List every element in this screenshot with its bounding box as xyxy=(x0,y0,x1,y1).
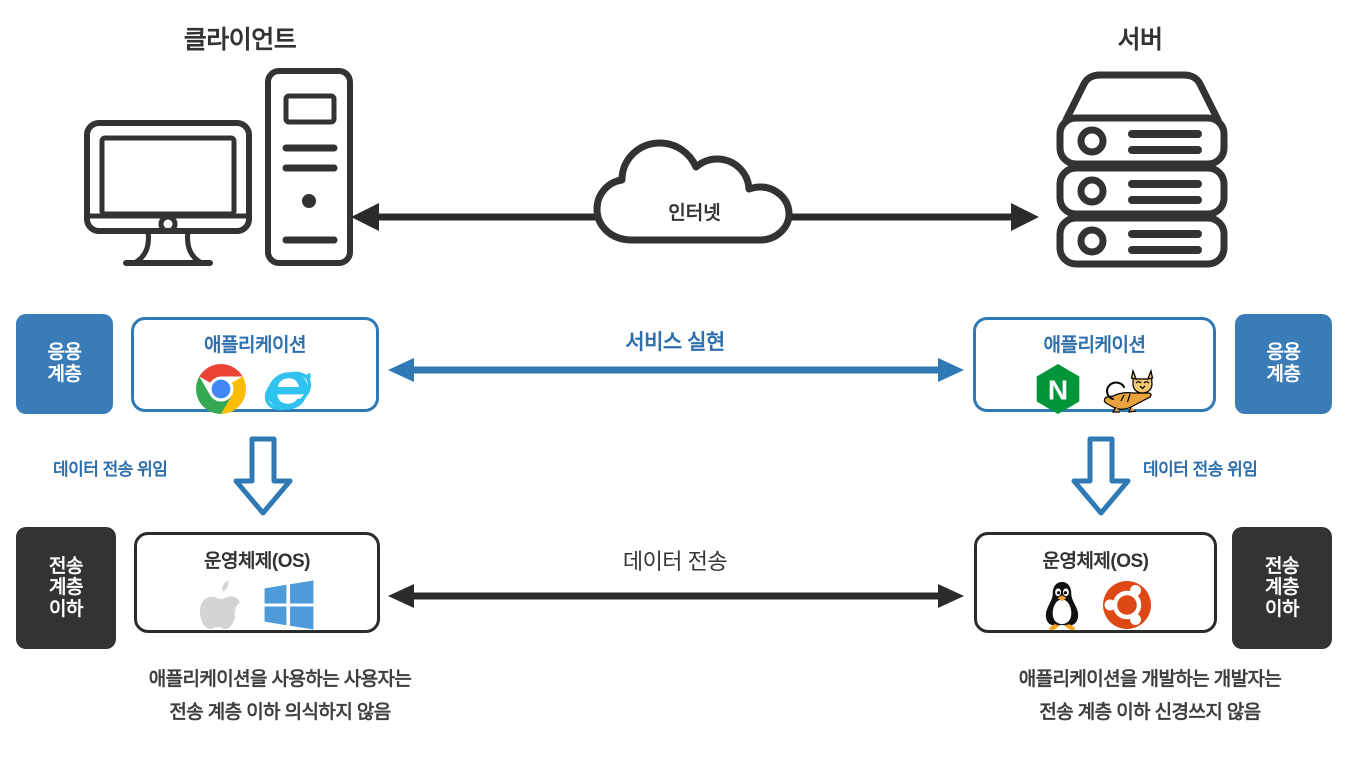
badge-transport-layer-right: 전송 계층 이하 xyxy=(1232,527,1332,649)
badge-line-1: 전송 xyxy=(49,555,83,577)
service-realization-arrow xyxy=(386,352,966,388)
client-application-logos xyxy=(195,363,315,415)
chrome-logo xyxy=(195,363,247,415)
windows-logo xyxy=(263,580,315,630)
caption-server: 애플리케이션을 개발하는 개발자는 전송 계층 이하 신경쓰지 않음 xyxy=(950,663,1350,730)
server-application-title: 애플리케이션 xyxy=(1043,335,1146,356)
server-application-box: 애플리케이션 N xyxy=(973,317,1216,415)
svg-text:N: N xyxy=(1047,374,1067,405)
caption-client-line-1: 애플리케이션을 사용하는 사용자는 xyxy=(148,669,412,690)
cloud-label: 인터넷 xyxy=(668,203,721,224)
client-application-box: 애플리케이션 xyxy=(131,317,379,415)
badge-line-2: 계층 xyxy=(49,577,83,599)
internet-explorer-logo xyxy=(261,363,315,415)
caption-server-line-2: 전송 계층 이하 신경쓰지 않음 xyxy=(1039,702,1261,724)
badge-line-1: 응용 xyxy=(1266,342,1301,364)
ubuntu-logo xyxy=(1102,580,1152,630)
caption-client-line-2: 전송 계층 이하 의식하지 않음 xyxy=(169,702,391,724)
server-application-logos: N xyxy=(1034,363,1156,415)
nginx-logo: N xyxy=(1034,363,1082,415)
badge-application-layer-left: 응용 계층 xyxy=(16,314,113,414)
badge-line-2: 계층 xyxy=(1266,364,1301,385)
client-computer-icon xyxy=(78,68,353,268)
service-realization-label: 서비스 실현 xyxy=(625,331,725,354)
tomcat-logo xyxy=(1096,363,1156,415)
badge-transport-layer-left: 전송 계층 이하 xyxy=(16,527,116,649)
delegation-label-right: 데이터 전송 위임 xyxy=(1143,460,1258,479)
badge-line-1: 응용 xyxy=(47,342,82,364)
client-os-title: 운영체제(OS) xyxy=(203,551,311,572)
data-transfer-label: 데이터 전송 xyxy=(622,549,728,574)
delegation-arrow-left xyxy=(232,436,294,517)
data-transfer-arrow xyxy=(386,578,966,614)
badge-line-2: 계층 xyxy=(1265,577,1299,599)
delegation-arrow-right xyxy=(1070,436,1132,517)
caption-client: 애플리케이션을 사용하는 사용자는 전송 계층 이하 의식하지 않음 xyxy=(80,663,480,730)
server-title: 서버 xyxy=(1117,26,1163,54)
delegation-label-left: 데이터 전송 위임 xyxy=(53,460,168,479)
badge-line-3: 이하 xyxy=(1265,598,1299,620)
client-os-box: 운영체제(OS) xyxy=(134,532,380,633)
client-title: 클라이언트 xyxy=(183,26,297,54)
server-rack-icon xyxy=(1052,71,1232,268)
apple-logo xyxy=(199,579,243,631)
badge-line-1: 전송 xyxy=(1265,555,1299,577)
server-os-title: 운영체제(OS) xyxy=(1042,551,1149,572)
badge-application-layer-right: 응용 계층 xyxy=(1235,314,1332,414)
server-os-logos xyxy=(1040,579,1152,631)
caption-server-line-1: 애플리케이션을 개발하는 개발자는 xyxy=(1018,669,1282,690)
badge-line-3: 이하 xyxy=(49,598,83,620)
linux-tux-logo xyxy=(1040,579,1084,631)
badge-line-2: 계층 xyxy=(47,364,82,385)
client-os-logos xyxy=(199,579,315,631)
client-application-title: 애플리케이션 xyxy=(204,335,306,356)
server-os-box: 운영체제(OS) xyxy=(974,532,1217,633)
internet-cloud-link xyxy=(345,139,1045,260)
